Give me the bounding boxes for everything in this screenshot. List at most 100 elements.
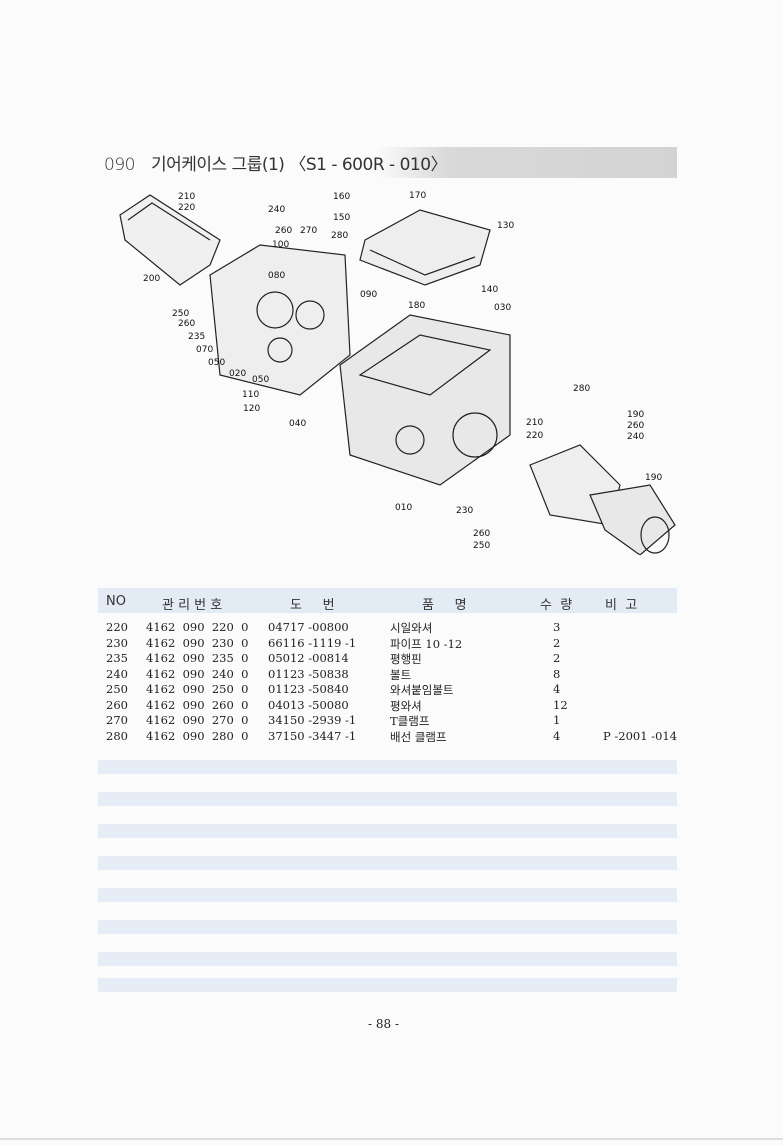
header-no: NO xyxy=(106,594,126,609)
pipe-part xyxy=(119,194,221,286)
table-stripe xyxy=(98,952,677,966)
callout-label: 080 xyxy=(268,271,286,281)
flange-part xyxy=(529,444,676,555)
cell-quantity: 2 xyxy=(553,635,561,650)
callout-label: 210 xyxy=(526,418,544,428)
cell-management-no: 4162 090 280 0 xyxy=(146,728,249,743)
table-stripe xyxy=(98,824,677,838)
table-row: 270 4162 090 270 0 34150 -2939 -1 T클램프 1 xyxy=(98,713,677,728)
callout-label: 030 xyxy=(494,303,512,313)
cell-part-number: 66116 -1119 -1 xyxy=(268,635,357,650)
header-quantity: 수 량 xyxy=(540,598,573,613)
callout-label: 280 xyxy=(331,231,349,241)
callout-label: 260 xyxy=(473,529,491,539)
callout-label: 040 xyxy=(289,419,307,429)
cell-part-name: 볼트 xyxy=(390,667,412,682)
gear-case-main xyxy=(339,314,511,486)
callout-label: 070 xyxy=(196,345,214,355)
callout-label: 180 xyxy=(408,301,426,311)
table-stripe xyxy=(98,792,677,806)
callout-label: 170 xyxy=(409,191,427,201)
cell-quantity: 4 xyxy=(553,728,561,743)
callout-label: 220 xyxy=(526,431,544,441)
callout-label: 050 xyxy=(252,375,270,385)
table-row: 240 4162 090 240 0 01123 -50838 볼트 8 xyxy=(98,667,677,682)
cell-quantity: 12 xyxy=(553,697,568,712)
cell-management-no: 4162 090 260 0 xyxy=(146,697,249,712)
callout-label: 260 xyxy=(275,226,293,236)
cell-part-name: 와셔붙임볼트 xyxy=(390,683,454,697)
callout-label: 130 xyxy=(497,221,515,231)
cell-part-number: 37150 -3447 -1 xyxy=(268,728,357,743)
cell-part-number: 01123 -50838 xyxy=(268,666,349,681)
cell-management-no: 4162 090 235 0 xyxy=(146,651,249,665)
callout-label: 210 xyxy=(178,192,196,202)
callout-label: 010 xyxy=(395,503,413,513)
cell-part-name: 파이프 10 -12 xyxy=(390,636,463,651)
page-number: - 88 - xyxy=(368,1017,400,1031)
callout-label: 235 xyxy=(188,332,206,342)
scan-edge xyxy=(0,1138,783,1140)
table-header-band xyxy=(98,588,677,613)
header-part-name: 품 명 xyxy=(422,598,467,613)
cell-part-number: 05012 -00814 xyxy=(268,651,349,665)
callout-label: 150 xyxy=(333,213,351,223)
cell-item-no: 270 xyxy=(106,713,128,727)
cell-item-no: 260 xyxy=(106,697,128,712)
cell-part-name: 평행핀 xyxy=(390,652,422,666)
cell-part-number: 34150 -2939 -1 xyxy=(268,713,357,727)
table-stripe xyxy=(98,856,677,870)
callout-label: 120 xyxy=(243,404,261,414)
cell-remarks: P -2001 -014 xyxy=(603,728,678,743)
cell-item-no: 280 xyxy=(106,728,128,743)
cell-part-name: T클램프 xyxy=(390,714,430,728)
callout-label: 240 xyxy=(268,205,286,215)
cell-item-no: 250 xyxy=(106,682,128,696)
cell-management-no: 4162 090 250 0 xyxy=(146,682,249,696)
exploded-parts-diagram xyxy=(119,194,676,555)
cell-quantity: 4 xyxy=(553,682,561,696)
table-row: 260 4162 090 260 0 04013 -50080 평와셔 12 xyxy=(98,698,677,713)
callout-label: 260 xyxy=(627,421,645,431)
title-band xyxy=(100,147,677,178)
callout-label: 200 xyxy=(143,274,161,284)
callout-label: 160 xyxy=(333,192,351,202)
gear-case-front xyxy=(209,244,351,396)
callout-label: 050 xyxy=(208,358,226,368)
cell-part-name: 평와셔 xyxy=(390,698,422,713)
cell-management-no: 4162 090 220 0 xyxy=(146,620,249,634)
cell-part-number: 04013 -50080 xyxy=(268,697,349,712)
table-stripe xyxy=(98,888,677,902)
cell-quantity: 1 xyxy=(553,713,561,727)
cell-item-no: 240 xyxy=(106,666,128,681)
callout-label: 240 xyxy=(627,432,645,442)
table-stripe xyxy=(98,978,677,992)
callout-label: 020 xyxy=(229,369,247,379)
cell-item-no: 220 xyxy=(106,620,128,634)
callout-label: 140 xyxy=(481,285,499,295)
cell-part-number: 04717 -00800 xyxy=(268,620,349,634)
cell-part-name: 시일와셔 xyxy=(390,621,433,635)
callout-label: 100 xyxy=(272,240,290,250)
header-part-number: 도 번 xyxy=(290,598,335,613)
header-management-no: 관 리 번 호 xyxy=(162,598,223,613)
table-stripe xyxy=(98,920,677,934)
cell-management-no: 4162 090 270 0 xyxy=(146,713,249,727)
callout-label: 280 xyxy=(573,384,591,394)
cover-part xyxy=(359,209,491,286)
header-remarks: 비 고 xyxy=(605,598,638,613)
cell-item-no: 235 xyxy=(106,651,128,665)
section-name: 기어케이스 그룹(1) 〈S1 - 600R - 010〉 xyxy=(150,155,448,175)
callout-label: 230 xyxy=(456,506,474,516)
callout-label: 250 xyxy=(172,309,190,319)
callout-label: 270 xyxy=(300,226,318,236)
callout-label: 260 xyxy=(178,319,196,329)
cell-quantity: 8 xyxy=(553,666,561,681)
cell-management-no: 4162 090 240 0 xyxy=(146,666,249,681)
